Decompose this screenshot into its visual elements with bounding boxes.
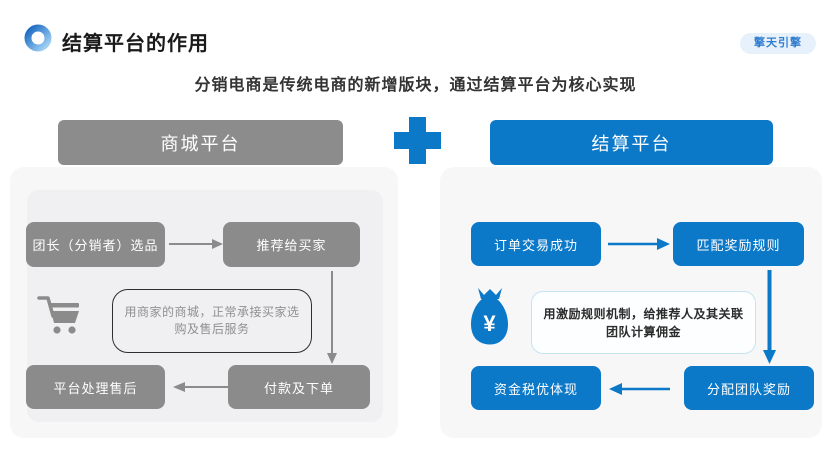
ring-logo-icon xyxy=(24,24,52,52)
step-distribute-reward: 分配团队奖励 xyxy=(684,366,814,410)
settlement-note: 用激励规则机制，给推荐人及其关联团队计算佣金 xyxy=(531,291,756,354)
page-title: 结算平台的作用 xyxy=(62,33,209,55)
step-leader-select: 团长（分销者）选品 xyxy=(26,222,165,267)
subtitle: 分销电商是传统电商的新增版块，通过结算平台为核心实现 xyxy=(194,77,637,94)
arrow-left-icon xyxy=(173,382,228,392)
money-bag-icon: ¥ xyxy=(470,288,509,345)
arrow-left-icon xyxy=(609,383,670,395)
mall-platform-header: 商城平台 xyxy=(58,120,343,165)
settlement-platform-header: 结算平台 xyxy=(490,120,773,165)
shopping-cart-icon xyxy=(37,296,79,334)
arrow-down-icon xyxy=(763,270,776,364)
mall-note: 用商家的商城，正常承接买家选购及售后服务 xyxy=(112,289,312,353)
arrow-down-icon xyxy=(327,271,337,364)
arrow-right-icon xyxy=(169,239,223,249)
step-recommend-buyer: 推荐给买家 xyxy=(223,222,360,267)
plus-icon xyxy=(394,117,441,164)
yen-symbol: ¥ xyxy=(483,311,496,336)
step-order-success: 订单交易成功 xyxy=(471,222,601,266)
step-pay-order: 付款及下单 xyxy=(228,365,370,409)
step-tax-withdraw: 资金税优体现 xyxy=(471,366,601,410)
arrow-right-icon xyxy=(608,238,670,250)
brand-badge: 擎天引擎 xyxy=(740,33,816,54)
step-platform-aftersale: 平台处理售后 xyxy=(26,365,165,409)
step-match-rules: 匹配奖励规则 xyxy=(673,222,804,266)
